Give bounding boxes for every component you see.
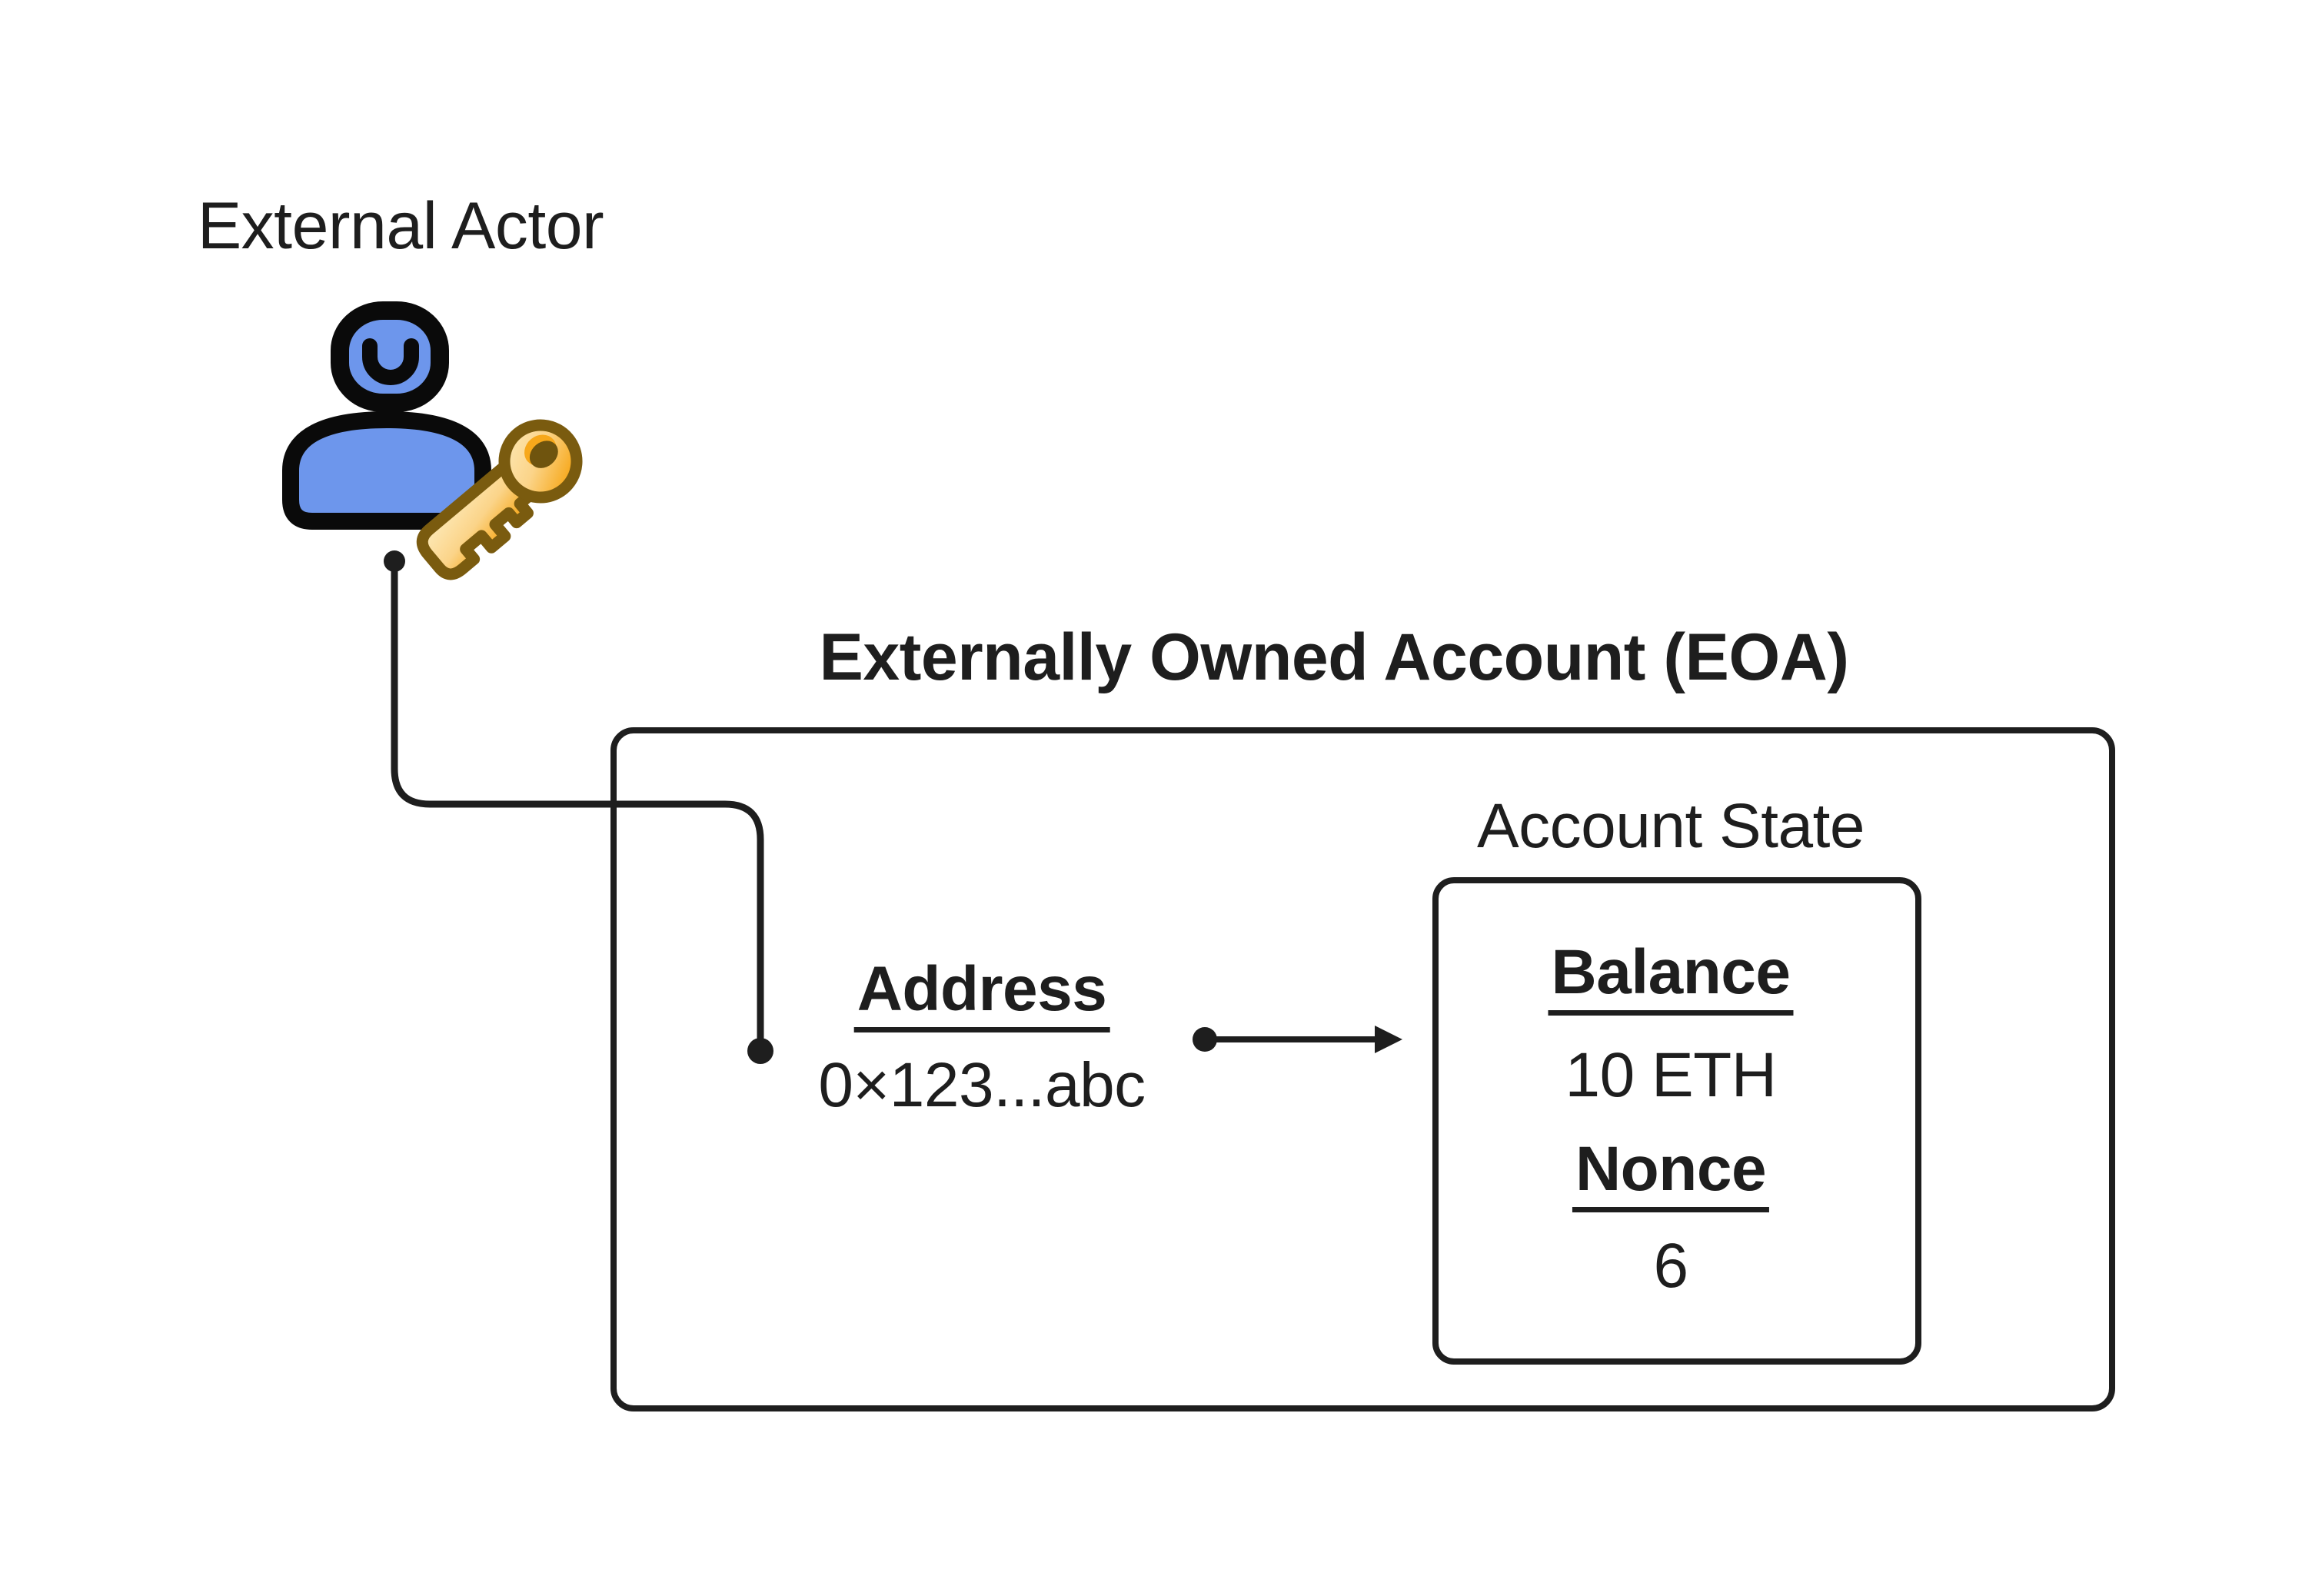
key-hole-rim — [524, 434, 557, 467]
external-actor-label: External Actor — [197, 189, 604, 263]
key-head — [498, 419, 583, 504]
nonce-value: 6 — [1653, 1231, 1688, 1301]
eoa-container-box — [610, 727, 2115, 1411]
key-icon — [416, 419, 583, 580]
key-hole — [529, 441, 558, 468]
nonce-heading: Nonce — [1572, 1135, 1770, 1213]
address-label: Address — [853, 956, 1110, 1033]
account-state-title: Account State — [1476, 791, 1865, 861]
balance-label: Balance — [1548, 939, 1794, 1016]
person-body — [282, 411, 491, 530]
key-shaft — [416, 451, 547, 580]
balance-value: 10 ETH — [1565, 1040, 1778, 1110]
person-icon — [282, 301, 491, 530]
address-value: 0×123...abc — [818, 1050, 1146, 1120]
connector-start-dot — [384, 550, 405, 572]
nonce-label: Nonce — [1572, 1135, 1770, 1213]
person-smile — [362, 338, 419, 385]
account-state-box — [1432, 877, 1921, 1365]
eoa-title: Externally Owned Account (EOA) — [819, 620, 1849, 694]
person-head — [331, 301, 449, 412]
balance-heading: Balance — [1548, 939, 1794, 1016]
address-heading: Address — [853, 956, 1110, 1033]
